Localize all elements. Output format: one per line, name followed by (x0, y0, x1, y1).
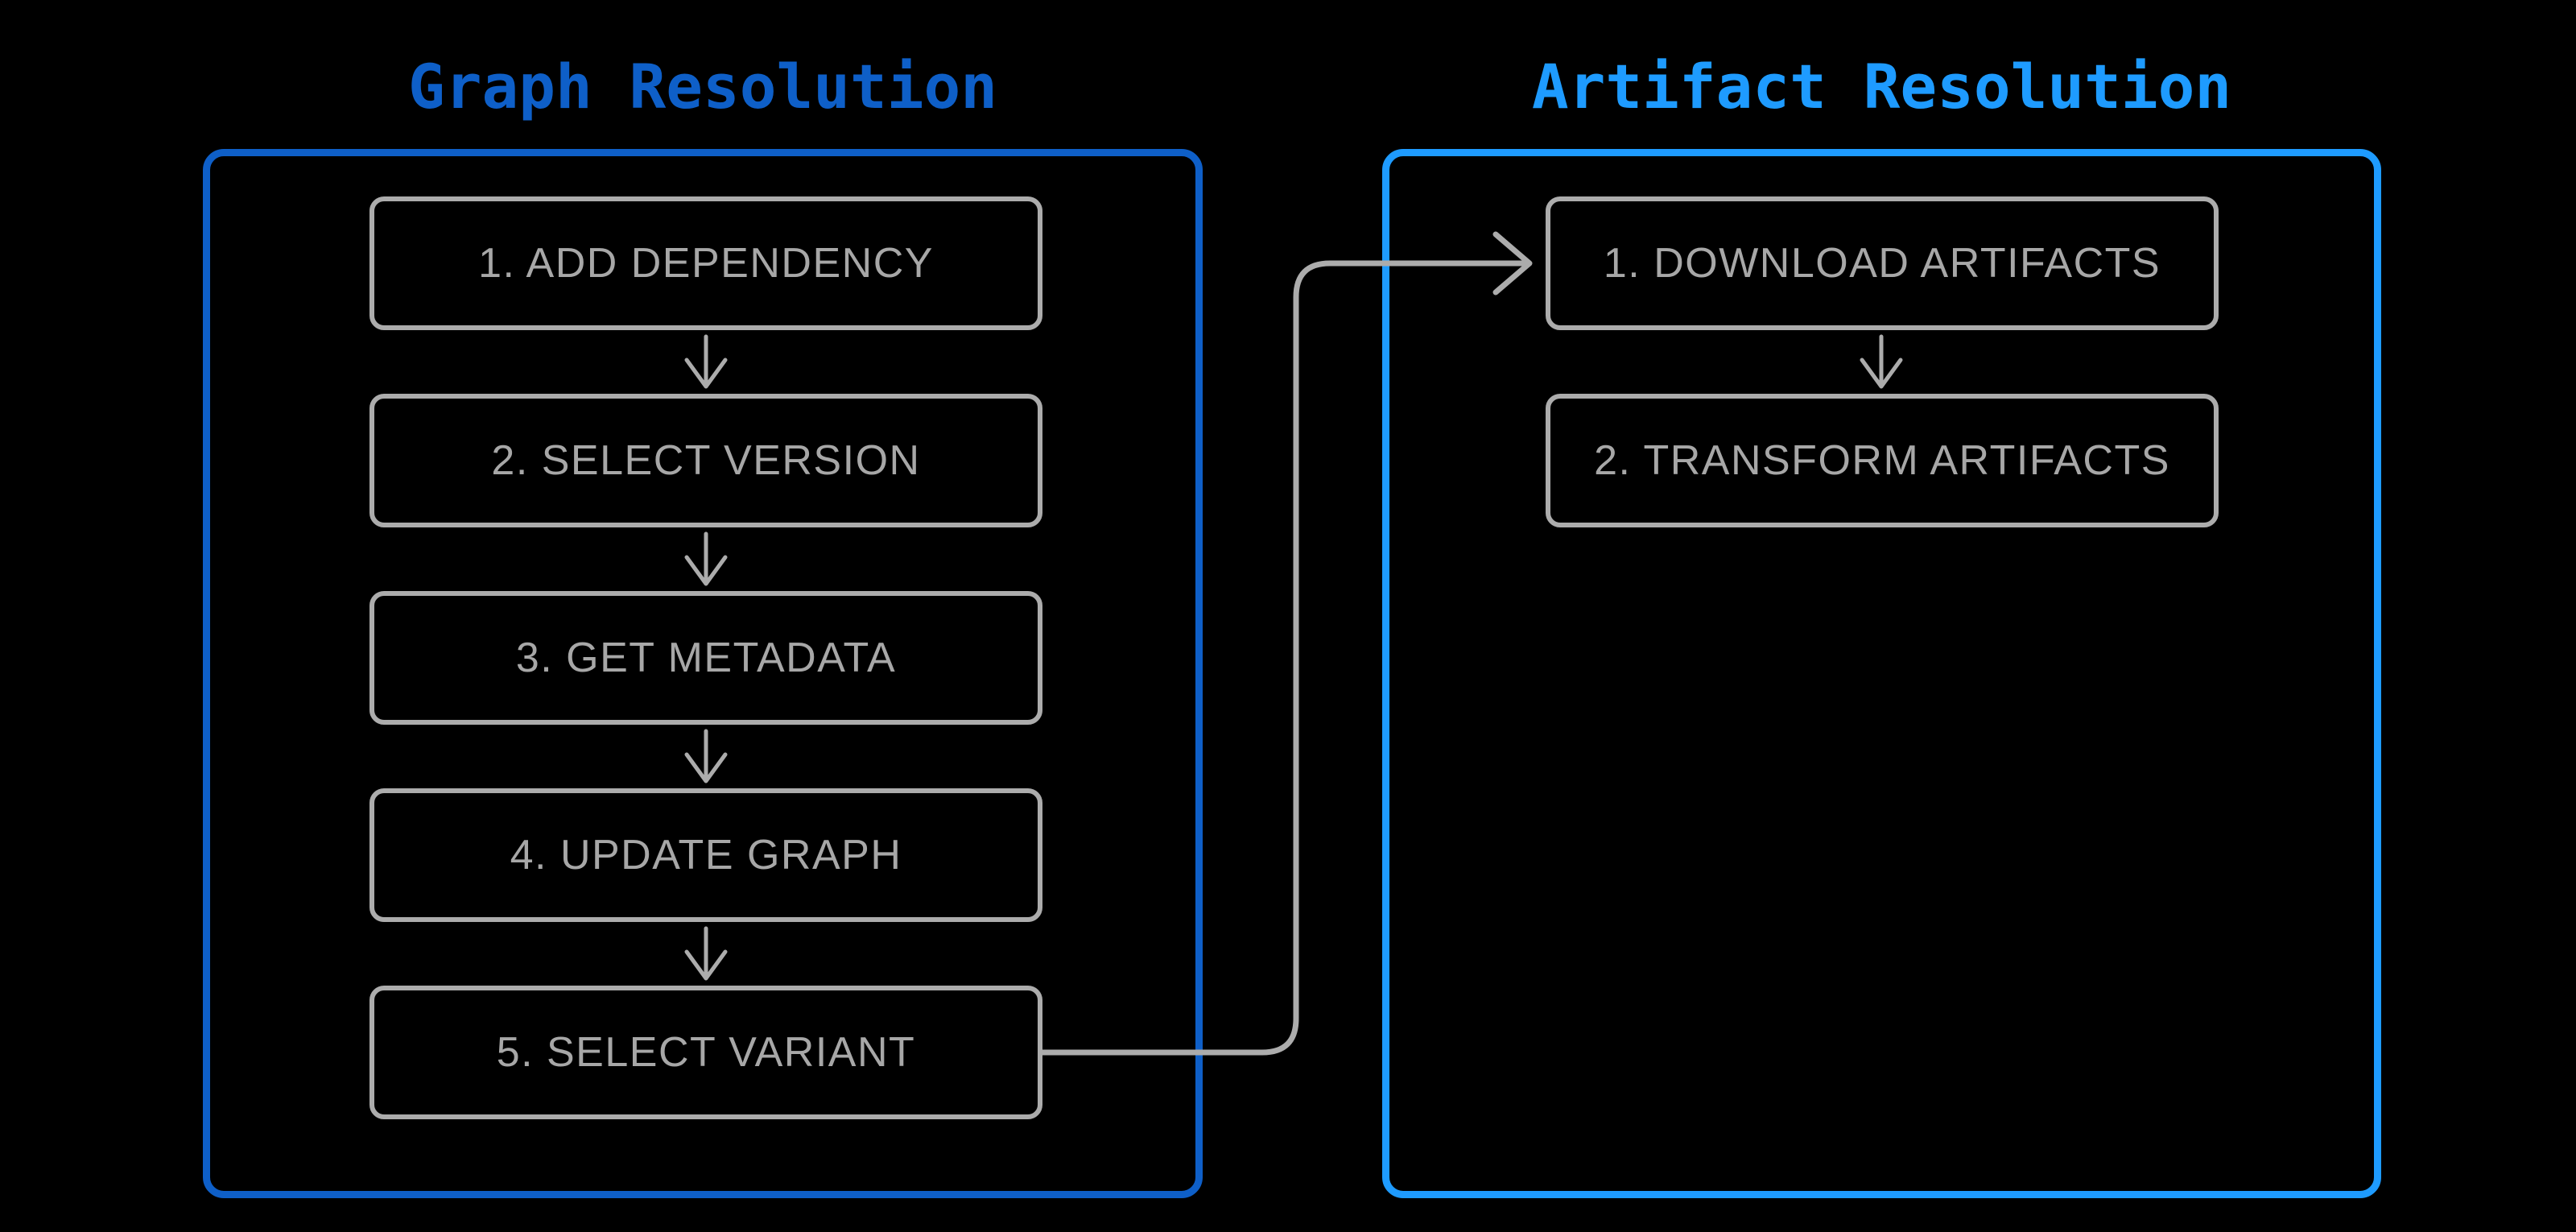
step-box-download-artifacts: 1. DOWNLOAD ARTIFACTS (1546, 196, 2219, 330)
step-box-update-graph: 4. UPDATE GRAPH (369, 788, 1042, 922)
step-box-add-dependency: 1. ADD DEPENDENCY (369, 196, 1042, 330)
graph-resolution-title: Graph Resolution (407, 51, 998, 122)
step-box-get-metadata: 3. GET METADATA (369, 591, 1042, 725)
step-box-transform-artifacts: 2. TRANSFORM ARTIFACTS (1546, 394, 2219, 527)
step-box-select-version: 2. SELECT VERSION (369, 394, 1042, 527)
artifact-resolution-title: Artifact Resolution (1531, 51, 2232, 122)
step-box-select-variant: 5. SELECT VARIANT (369, 986, 1042, 1119)
